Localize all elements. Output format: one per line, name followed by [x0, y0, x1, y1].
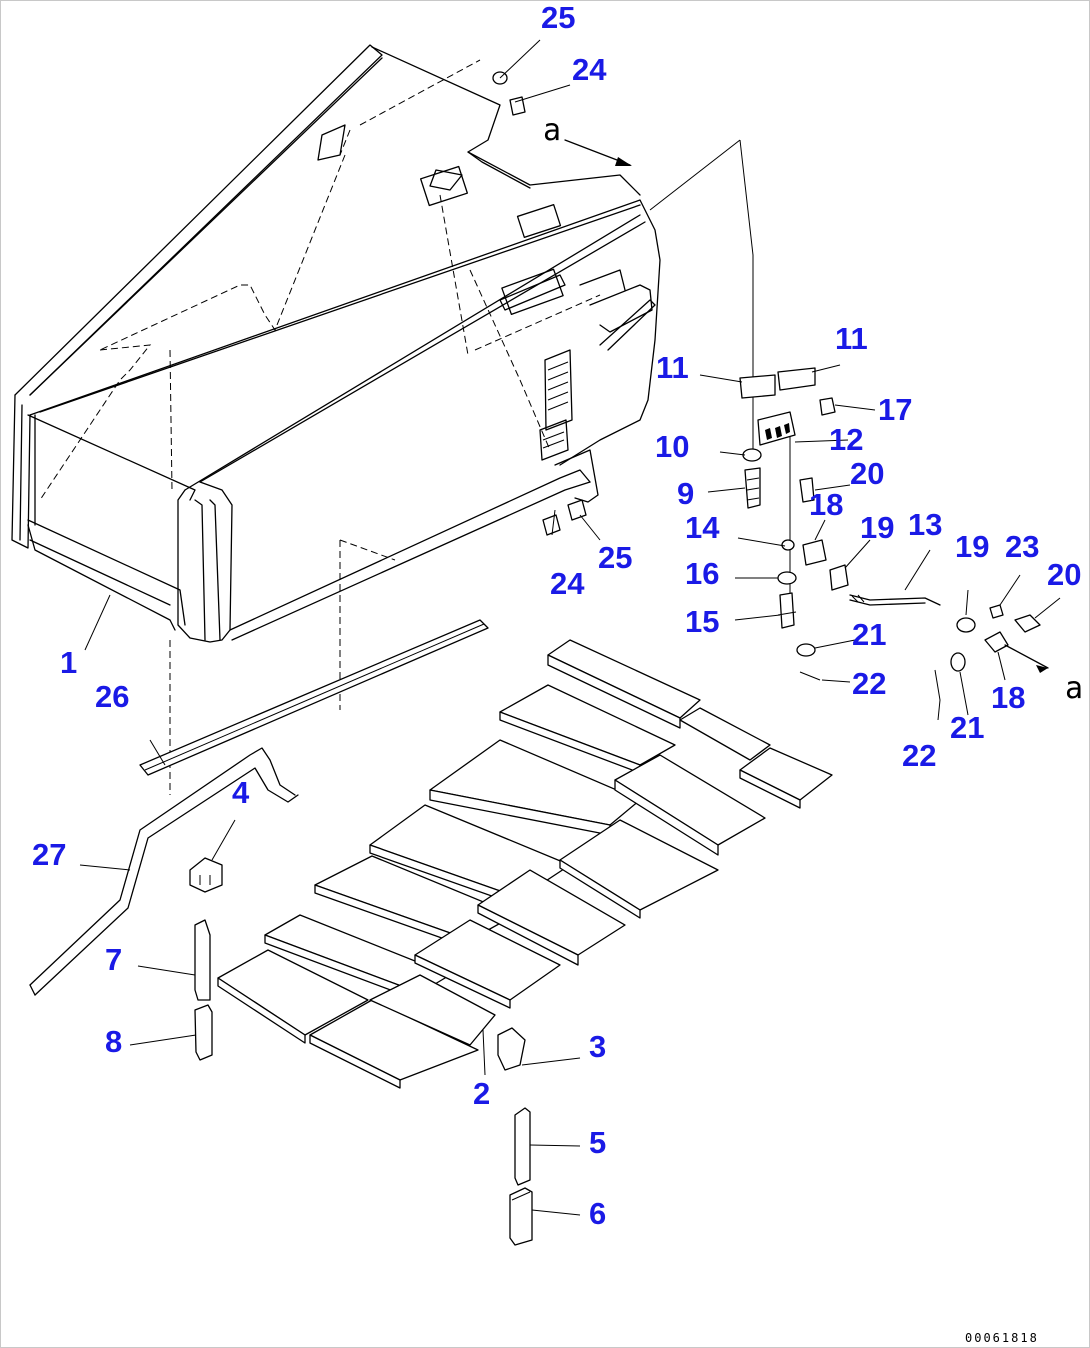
bracket-part-4	[189, 857, 223, 893]
callout-21-left: 21	[852, 617, 886, 652]
callout-11-left: 11	[656, 350, 689, 385]
fastener-25-lower	[567, 499, 587, 521]
callout-27: 27	[32, 837, 66, 872]
callout-5: 5	[589, 1125, 606, 1160]
callout-18-upper: 18	[809, 487, 843, 522]
callout-6: 6	[589, 1196, 606, 1231]
callout-21-right: 21	[950, 710, 984, 745]
bracket-part-3	[497, 1027, 526, 1071]
callout-4: 4	[232, 775, 250, 810]
cabin-housing	[11, 44, 661, 795]
fastener-24-lower	[542, 514, 561, 536]
callout-24-lower: 24	[550, 566, 585, 601]
callout-23: 23	[1005, 529, 1039, 564]
floor-mat-assembly	[217, 639, 833, 1089]
callout-22-left: 22	[852, 666, 886, 701]
callout-20-upper: 20	[850, 456, 884, 491]
callout-18-right: 18	[991, 680, 1025, 715]
callout-26: 26	[95, 679, 129, 714]
callout-3: 3	[589, 1029, 606, 1064]
drawing-code: 00061818	[965, 1331, 1039, 1345]
callout-20-right: 20	[1047, 557, 1081, 592]
fastener-24-top	[509, 96, 526, 116]
rail-part-26	[139, 619, 489, 776]
block-part-6	[509, 1187, 533, 1246]
plate-part-5	[514, 1107, 531, 1186]
reference-mark-a-top: a	[543, 113, 561, 148]
callout-10: 10	[655, 429, 689, 464]
callout-25-lower: 25	[598, 540, 632, 575]
callout-12: 12	[829, 422, 863, 457]
bracket-part-8	[194, 1004, 213, 1061]
callout-13: 13	[908, 507, 942, 542]
callout-8: 8	[105, 1024, 122, 1059]
callout-2: 2	[473, 1076, 490, 1111]
callouts: 25 24 1 26 27 4 7 8 2 3 5 6 11 11 17 12 …	[32, 0, 1081, 1231]
callout-16: 16	[685, 556, 719, 591]
callout-9: 9	[677, 476, 694, 511]
callout-15: 15	[685, 604, 719, 639]
callout-17: 17	[878, 392, 912, 427]
callout-11-right: 11	[835, 321, 868, 356]
callout-24-top: 24	[572, 52, 607, 87]
rod-part-27	[29, 747, 299, 996]
callout-25-top: 25	[541, 0, 575, 35]
lock-hardware	[564, 139, 1049, 721]
reference-mark-a-right: a	[1065, 671, 1083, 706]
bracket-part-7	[194, 919, 211, 1001]
callout-1: 1	[60, 645, 77, 680]
leader-lines	[79, 39, 1061, 1216]
callout-19-upper: 19	[860, 510, 894, 545]
callout-14: 14	[685, 510, 720, 545]
callout-7: 7	[105, 942, 122, 977]
callout-19-right: 19	[955, 529, 989, 564]
callout-22-right: 22	[902, 738, 936, 773]
